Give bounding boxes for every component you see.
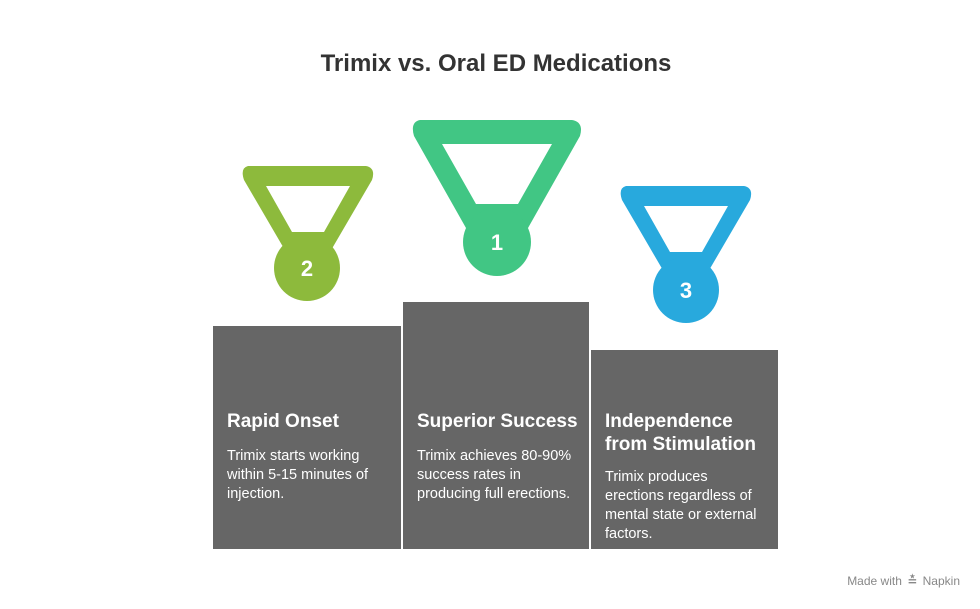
podium-block-third: Independence from Stimulation Trimix pro… xyxy=(591,350,778,549)
desc-line: Trimix starts working xyxy=(227,448,360,464)
medal-third-ribbon xyxy=(620,186,752,272)
desc-line: producing full erections. xyxy=(417,486,571,502)
desc-line: within 5-15 minutes of xyxy=(227,467,369,483)
footer-attribution[interactable]: Made with ≛ Napkin xyxy=(847,574,960,588)
podium-block-second: Rapid Onset Trimix starts working within… xyxy=(213,326,401,549)
desc-line: erections regardless of xyxy=(605,488,752,504)
desc-line: success rates in xyxy=(417,467,521,483)
heading-line: from Stimulation xyxy=(605,434,756,455)
heading-line: Independence xyxy=(605,411,733,432)
medal-second: 2 xyxy=(242,166,374,301)
desc-line: Trimix achieves 80-90% xyxy=(417,448,572,464)
podium-description: Trimix starts working within 5-15 minute… xyxy=(227,447,392,504)
page-title: Trimix vs. Oral ED Medications xyxy=(320,50,672,77)
medal-first-disc xyxy=(463,208,531,276)
napkin-brand-text: Napkin xyxy=(922,574,960,588)
desc-line: Trimix produces xyxy=(605,469,708,485)
podium-description: Trimix achieves 80-90% success rates in … xyxy=(417,447,582,504)
medal-second-rank: 2 xyxy=(301,256,313,281)
podium-heading: Independence from Stimulation xyxy=(605,410,756,456)
podium-block-first: Superior Success Trimix achieves 80-90% … xyxy=(403,302,589,549)
medal-second-disc xyxy=(274,235,340,301)
medal-third: 3 xyxy=(620,186,752,323)
medal-third-rank: 3 xyxy=(680,278,692,303)
medal-first-ribbon xyxy=(412,120,581,228)
heading-line: Rapid Onset xyxy=(227,411,339,432)
podium-description: Trimix produces erections regardless of … xyxy=(605,468,770,544)
podium-heading: Superior Success xyxy=(417,410,578,433)
medal-first-rank: 1 xyxy=(491,230,503,255)
medal-second-ribbon xyxy=(242,166,374,252)
heading-line: Superior Success xyxy=(417,411,578,432)
desc-line: factors. xyxy=(605,526,653,542)
podium-heading: Rapid Onset xyxy=(227,410,339,433)
desc-line: mental state or external xyxy=(605,507,757,523)
medal-first: 1 xyxy=(412,120,581,276)
napkin-logo-icon: ≛ xyxy=(907,574,918,588)
desc-line: injection. xyxy=(227,486,285,502)
medal-third-disc xyxy=(653,257,719,323)
made-with-text: Made with xyxy=(847,574,902,588)
